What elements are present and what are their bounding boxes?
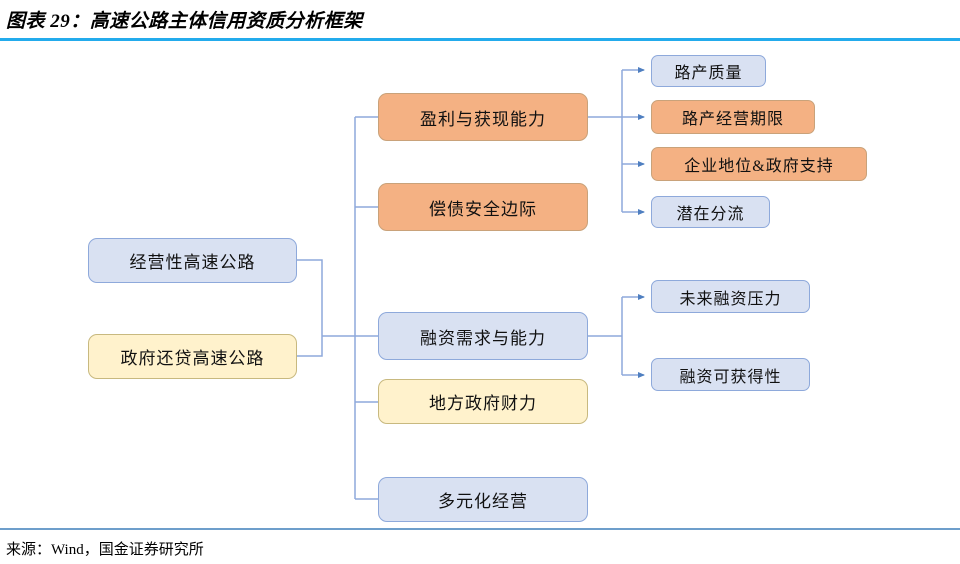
connector-lines (297, 67, 645, 500)
diagram-canvas: 经营性高速公路 政府还贷高速公路 盈利与获现能力 偿债安全边际 融资需求与能力 … (0, 42, 960, 528)
footer-divider (0, 528, 960, 530)
node-label: 企业地位&政府支持 (684, 158, 834, 175)
source-note: 来源：Wind，国金证券研究所 (6, 542, 204, 558)
node-label: 经营性高速公路 (129, 253, 256, 272)
node-leaf-1-4[interactable]: 潜在分流 (651, 196, 770, 228)
node-label: 未来融资压力 (679, 290, 782, 308)
node-leaf-3-2[interactable]: 融资可获得性 (651, 358, 810, 391)
node-label: 路产质量 (674, 65, 743, 82)
node-label: 政府还贷高速公路 (120, 349, 265, 368)
node-leaf-1-2[interactable]: 路产经营期限 (651, 100, 815, 134)
node-root-1[interactable]: 经营性高速公路 (88, 238, 297, 283)
node-label: 地方政府财力 (429, 394, 537, 413)
node-label: 融资需求与能力 (420, 328, 546, 348)
node-label: 偿债安全边际 (429, 199, 537, 219)
node-root-2[interactable]: 政府还贷高速公路 (88, 334, 297, 379)
node-branch-4[interactable]: 地方政府财力 (378, 379, 588, 424)
node-branch-3[interactable]: 融资需求与能力 (378, 312, 588, 360)
node-label: 融资可获得性 (679, 368, 782, 386)
node-label: 多元化经营 (438, 492, 528, 511)
node-label: 路产经营期限 (681, 111, 784, 128)
node-label: 潜在分流 (676, 206, 745, 223)
node-leaf-3-1[interactable]: 未来融资压力 (651, 280, 810, 313)
header-divider (0, 38, 960, 41)
node-leaf-1-1[interactable]: 路产质量 (651, 55, 766, 87)
node-leaf-1-3[interactable]: 企业地位&政府支持 (651, 147, 867, 181)
node-branch-1[interactable]: 盈利与获现能力 (378, 93, 588, 141)
node-branch-2[interactable]: 偿债安全边际 (378, 183, 588, 231)
figure-title: 图表 29：高速公路主体信用资质分析框架 (6, 11, 363, 32)
node-branch-5[interactable]: 多元化经营 (378, 477, 588, 522)
node-label: 盈利与获现能力 (420, 109, 546, 129)
